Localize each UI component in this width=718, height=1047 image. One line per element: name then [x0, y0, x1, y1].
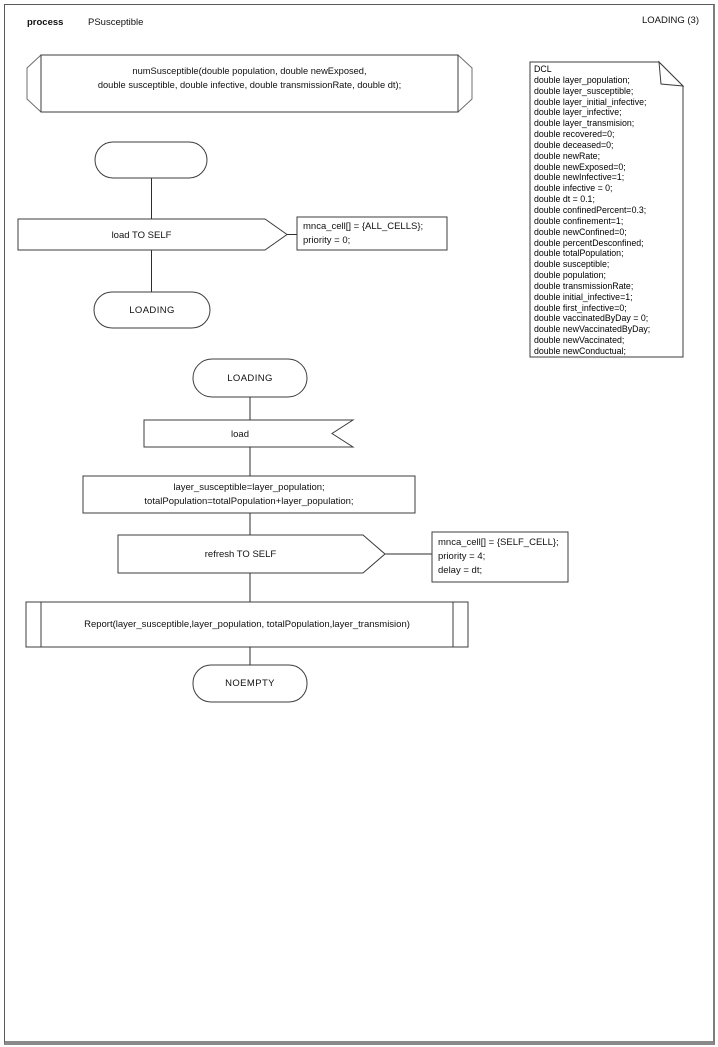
- send-load-label: load TO SELF: [111, 230, 172, 241]
- receive-load-label: load: [231, 429, 249, 440]
- procedure-call-label: Report(layer_susceptible,layer_populatio…: [84, 619, 410, 630]
- send-refresh-shape[interactable]: [117, 534, 386, 574]
- dcl-declarations-text: DCL double layer_population; double laye…: [534, 64, 651, 356]
- state-loading-2-label: LOADING: [227, 373, 273, 384]
- dcl-note-shape[interactable]: [529, 60, 685, 358]
- annotation-2-box[interactable]: [431, 531, 569, 583]
- signature-box[interactable]: [40, 54, 459, 113]
- state-noempty-shape[interactable]: [192, 664, 308, 703]
- page-label: LOADING (3): [641, 15, 699, 26]
- annotation-1-box[interactable]: [296, 216, 448, 251]
- signature-left-cap-icon: [26, 54, 42, 113]
- signature-text: numSusceptible(double population, double…: [97, 66, 402, 90]
- dcl-note-dogear-icon: [658, 60, 685, 87]
- dcl-note-outline[interactable]: [529, 61, 684, 358]
- send-refresh-label: refresh TO SELF: [204, 549, 277, 560]
- annotation-2-text: mnca_cell[] = {SELF_CELL}; priority = 4;…: [438, 537, 559, 576]
- connectors: [151, 178, 432, 665]
- state-loading-2-shape[interactable]: [192, 358, 308, 398]
- signature-shape[interactable]: [26, 54, 473, 113]
- send-load-shape[interactable]: [17, 218, 288, 251]
- process-name: PSusceptible: [88, 17, 144, 28]
- state-loading-1-label: LOADING: [129, 305, 175, 316]
- task-box[interactable]: [82, 475, 416, 514]
- procedure-call-box[interactable]: [25, 601, 469, 648]
- state-start-shape[interactable]: [94, 141, 208, 179]
- state-noempty-label: NOEMPTY: [225, 678, 275, 689]
- receive-load-shape[interactable]: [143, 419, 355, 448]
- procedure-call-shape[interactable]: [25, 601, 469, 648]
- process-keyword: process: [27, 17, 64, 28]
- state-loading-1-shape[interactable]: [93, 291, 211, 329]
- annotation-1-text: mnca_cell[] = {ALL_CELLS}; priority = 0;: [303, 221, 424, 246]
- signature-right-cap-icon: [457, 54, 473, 113]
- task-text: layer_susceptible=layer_population; tota…: [144, 482, 354, 507]
